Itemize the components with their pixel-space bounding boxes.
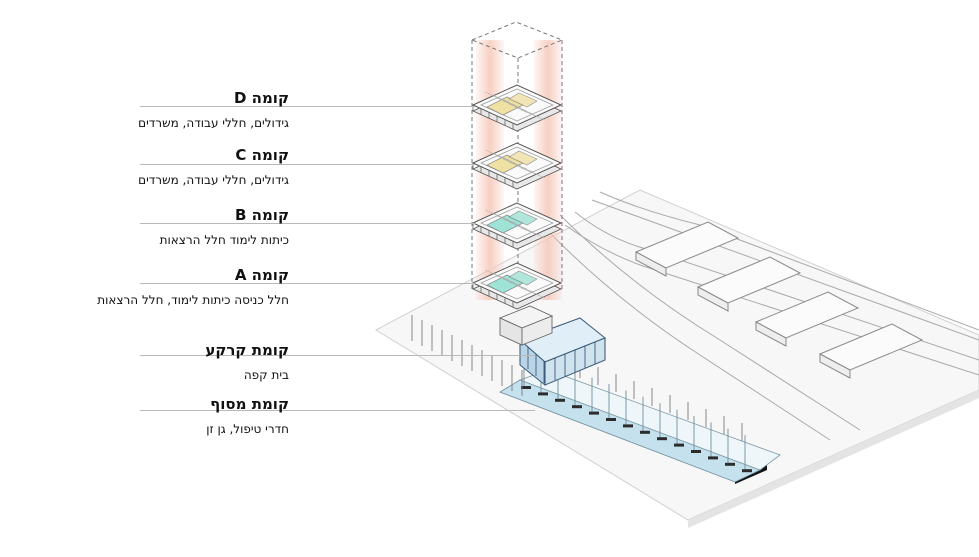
leader-line-floor-a <box>140 283 475 284</box>
leader-line-floor-c <box>140 164 475 165</box>
terminal-floor-title: קומת מסוף <box>210 395 289 413</box>
terminal-building <box>411 315 781 483</box>
ground-floor-title: קומת קרקע <box>205 341 289 359</box>
terminal-floor-description: חדרי טיפול, גן זן <box>206 422 289 436</box>
leader-line-ground-floor <box>140 355 535 356</box>
label-floor-d: קומה D גידולים, חללי עבודה, משרדים <box>138 89 289 131</box>
floor-b-title: קומה B <box>234 206 289 224</box>
tower-podium <box>498 305 554 346</box>
label-floor-a: קומה A חלל כניסה כיתות לימוד, חלל הרצאות <box>97 266 289 308</box>
floor-b-plate <box>471 202 563 250</box>
floor-d-description: גידולים, חללי עבודה, משרדים <box>138 116 289 130</box>
floor-d-plate <box>471 84 563 132</box>
floor-c-description: גידולים, חללי עבודה, משרדים <box>138 173 289 187</box>
leader-line-floor-b <box>140 223 475 224</box>
glass-pavilion <box>519 317 606 387</box>
label-floor-c: קומה C גידולים, חללי עבודה, משרדים <box>138 146 289 188</box>
leader-line-floor-d <box>140 106 475 107</box>
leader-line-terminal-floor <box>140 410 535 411</box>
neighbouring-blocks <box>634 221 924 379</box>
tower-envelope <box>470 21 564 308</box>
floor-c-title: קומה C <box>235 146 289 164</box>
floor-a-description: חלל כניסה כיתות לימוד, חלל הרצאות <box>97 293 289 307</box>
label-ground-floor: קומת קרקע בית קפה <box>205 341 289 383</box>
label-floor-b: קומה B כיתות לימוד חלל הרצאות <box>160 206 289 248</box>
label-terminal-floor: קומת מסוף חדרי טיפול, גן זן <box>206 395 289 437</box>
floor-a-title: קומה A <box>234 266 289 284</box>
floor-b-description: כיתות לימוד חלל הרצאות <box>159 233 289 247</box>
floor-d-title: קומה D <box>233 89 289 107</box>
ground-floor-description: בית קפה <box>243 368 289 382</box>
floor-a-plate <box>471 262 563 310</box>
